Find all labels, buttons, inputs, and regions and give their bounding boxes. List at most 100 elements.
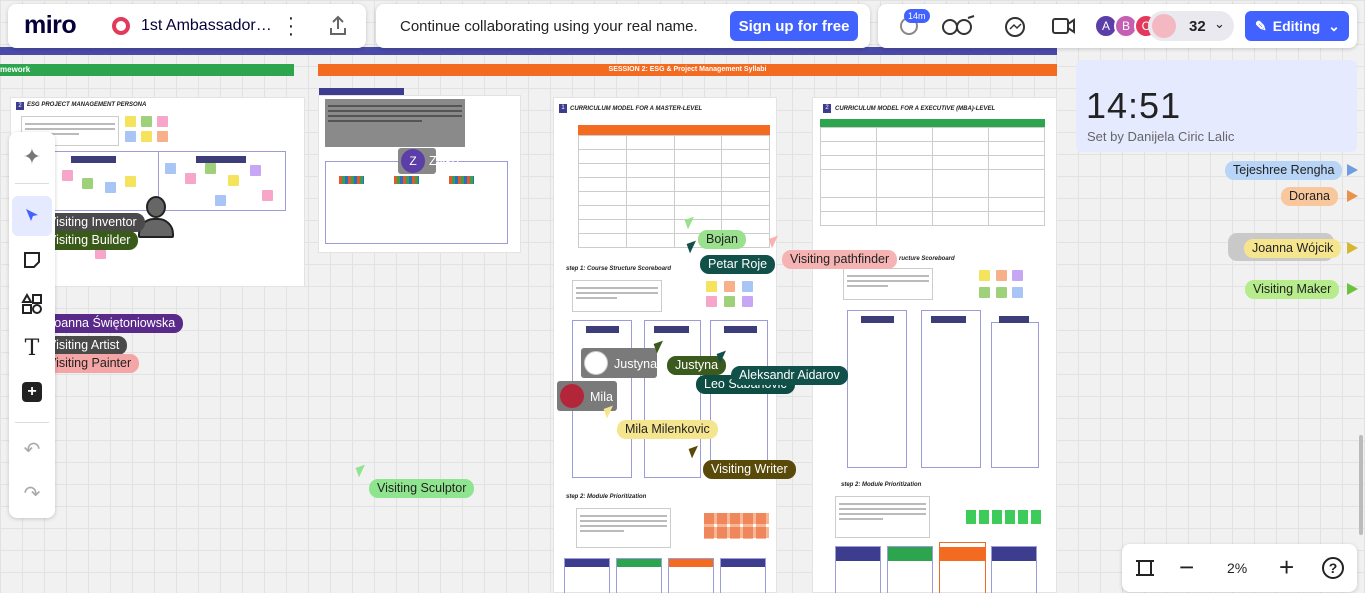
cursor-label: Visiting Writer	[703, 460, 796, 479]
persona-frame[interactable]: 2 ESG PROJECT MANAGEMENT PERSONA	[10, 97, 305, 287]
cursor-label: Visiting Sculptor	[369, 479, 475, 498]
reactions-icon[interactable]	[940, 14, 976, 38]
cursor-label: Zivko	[429, 154, 459, 168]
participants-count: 32	[1189, 18, 1206, 35]
board-icon	[112, 17, 130, 35]
frame-number-badge: 2	[16, 102, 24, 110]
step1-heading-mba: ructure Scoreboard	[899, 256, 955, 262]
avatar-mila-icon	[560, 384, 584, 408]
cursor-label: Visiting pathfinder	[782, 250, 898, 269]
shapes-tool-button[interactable]	[9, 284, 55, 324]
ai-sparkle-button[interactable]: ✦	[9, 137, 55, 177]
frame-number-badge: 2	[823, 104, 831, 113]
about-header-chip	[319, 88, 404, 95]
cursor-arrow	[355, 464, 369, 478]
fit-to-screen-icon[interactable]	[1135, 558, 1155, 578]
cursor-label: Justyna	[614, 357, 658, 371]
redo-button[interactable]: ↷	[9, 473, 55, 513]
avatar-justyna-icon	[584, 351, 608, 375]
frame-title: CURRICULUM MODEL FOR A EXECUTIVE (MBA)-L…	[835, 106, 996, 112]
session1-bar-label: mework	[0, 65, 31, 74]
undo-button[interactable]: ↶	[9, 429, 55, 469]
cursor-label: Mila Milenkovic	[617, 420, 718, 439]
zoom-level[interactable]: 2%	[1227, 560, 1248, 576]
vertical-scrollbar[interactable]	[1359, 435, 1363, 535]
more-menu-icon[interactable]: ···	[287, 7, 295, 45]
cursor-label: Joanna Świętoniowska	[40, 314, 184, 333]
offscreen-arrow	[1347, 164, 1358, 176]
cursor-label: Bojan	[698, 230, 746, 249]
share-icon[interactable]	[326, 14, 350, 38]
board-header: miro 1st Ambassador… ···	[8, 4, 366, 48]
session2-bar: SESSION 2: ESG & Project Management Syll…	[318, 64, 1057, 76]
cursor-label[interactable]: Tejeshree Rengha	[1225, 161, 1343, 180]
board-title[interactable]: 1st Ambassador…	[141, 17, 272, 34]
text-tool-button[interactable]: T	[9, 328, 55, 368]
about-frame[interactable]	[318, 88, 521, 253]
step1-heading: step 1: Course Structure Scoreboard	[566, 266, 672, 272]
cursor-arrow	[768, 235, 782, 249]
cursor-label[interactable]: Visiting Maker	[1245, 280, 1340, 299]
chat-icon[interactable]	[1004, 16, 1026, 38]
cursor-label[interactable]: Dorana	[1281, 187, 1338, 206]
step2-heading-mba: step 2: Module Prioritization	[841, 482, 922, 488]
collab-toolbar: 14m A B C 32 ⌄ ✎ Editing ⌄	[878, 4, 1357, 48]
cursor-label: Petar Roje	[700, 255, 776, 274]
offscreen-arrow	[1347, 190, 1358, 202]
help-icon[interactable]: ?	[1322, 557, 1344, 579]
cursor-label: Visiting Inventor	[40, 213, 145, 232]
session1-bar-top	[0, 47, 1057, 55]
frame-number-badge: 1	[559, 104, 567, 113]
video-icon[interactable]	[1052, 17, 1076, 35]
select-tool-button[interactable]	[12, 196, 52, 236]
person-placeholder-icon	[138, 196, 174, 240]
cursor-label: Mila	[590, 390, 613, 404]
zoom-in-button[interactable]: +	[1279, 552, 1295, 582]
cursor-label: Visiting Painter	[40, 354, 140, 373]
chevron-down-icon: ⌄	[1328, 17, 1340, 34]
avatar-z-icon: Z	[401, 149, 425, 173]
undo-icon: ↶	[23, 438, 41, 461]
frame-title: ESG PROJECT MANAGEMENT PERSONA	[27, 102, 147, 108]
real-name-banner: Continue collaborating using your real n…	[376, 4, 870, 48]
step2-heading: step 2: Module Prioritization	[566, 494, 647, 500]
zoom-out-button[interactable]: −	[1179, 552, 1195, 582]
cursor-label: Visiting Artist	[40, 336, 128, 355]
offscreen-arrow	[1347, 242, 1358, 254]
user-avatar-icon	[1152, 14, 1176, 38]
mba-syllabus-table	[820, 119, 1045, 227]
signup-button[interactable]: Sign up for free	[730, 11, 858, 41]
syllabus-table	[578, 125, 770, 255]
cursor-icon	[26, 209, 38, 221]
left-toolbar: ✦ T + ↶ ↷	[9, 132, 55, 518]
more-tools-button[interactable]: +	[9, 372, 55, 412]
sparkle-icon: ✦	[22, 144, 42, 169]
timer-badge: 14m	[904, 9, 930, 23]
frame-title: CURRICULUM MODEL FOR A MASTER-LEVEL	[570, 106, 703, 112]
about-text-block	[325, 99, 465, 147]
offscreen-arrow	[1347, 283, 1358, 295]
cursor-label[interactable]: Joanna Wójcik	[1244, 239, 1342, 258]
miro-logo[interactable]: miro	[24, 11, 77, 39]
timer-set-by: Set by Danijela Ciric Lalic	[1087, 129, 1235, 144]
cursor-label: Visiting Builder	[40, 231, 139, 250]
cursor-label: Aleksandr Aidarov	[731, 366, 848, 385]
session1-bar: mework	[0, 64, 294, 76]
editing-button[interactable]: ✎ Editing ⌄	[1245, 11, 1349, 41]
text-icon: T	[24, 335, 40, 361]
session2-bar-label: SESSION 2: ESG & Project Management Syll…	[608, 66, 767, 73]
zoom-panel: − 2% + ?	[1122, 544, 1357, 592]
sticky-note-icon	[24, 252, 40, 268]
timer-widget[interactable]: 14:51 Set by Danijela Ciric Lalic	[1076, 60, 1357, 152]
cursor-label: Justyna	[667, 356, 727, 375]
banner-text: Continue collaborating using your real n…	[400, 18, 698, 35]
plus-icon: +	[22, 382, 42, 402]
timer-time: 14:51	[1086, 85, 1182, 126]
chevron-down-icon: ⌄	[1214, 16, 1225, 31]
sticky-note-tool-button[interactable]	[9, 240, 55, 280]
redo-icon: ↷	[23, 482, 41, 505]
pencil-icon: ✎	[1255, 17, 1267, 34]
master-curriculum-frame[interactable]: 1 CURRICULUM MODEL FOR A MASTER-LEVEL st…	[553, 97, 777, 593]
shapes-icon	[21, 293, 42, 314]
editing-label: Editing	[1272, 18, 1321, 34]
